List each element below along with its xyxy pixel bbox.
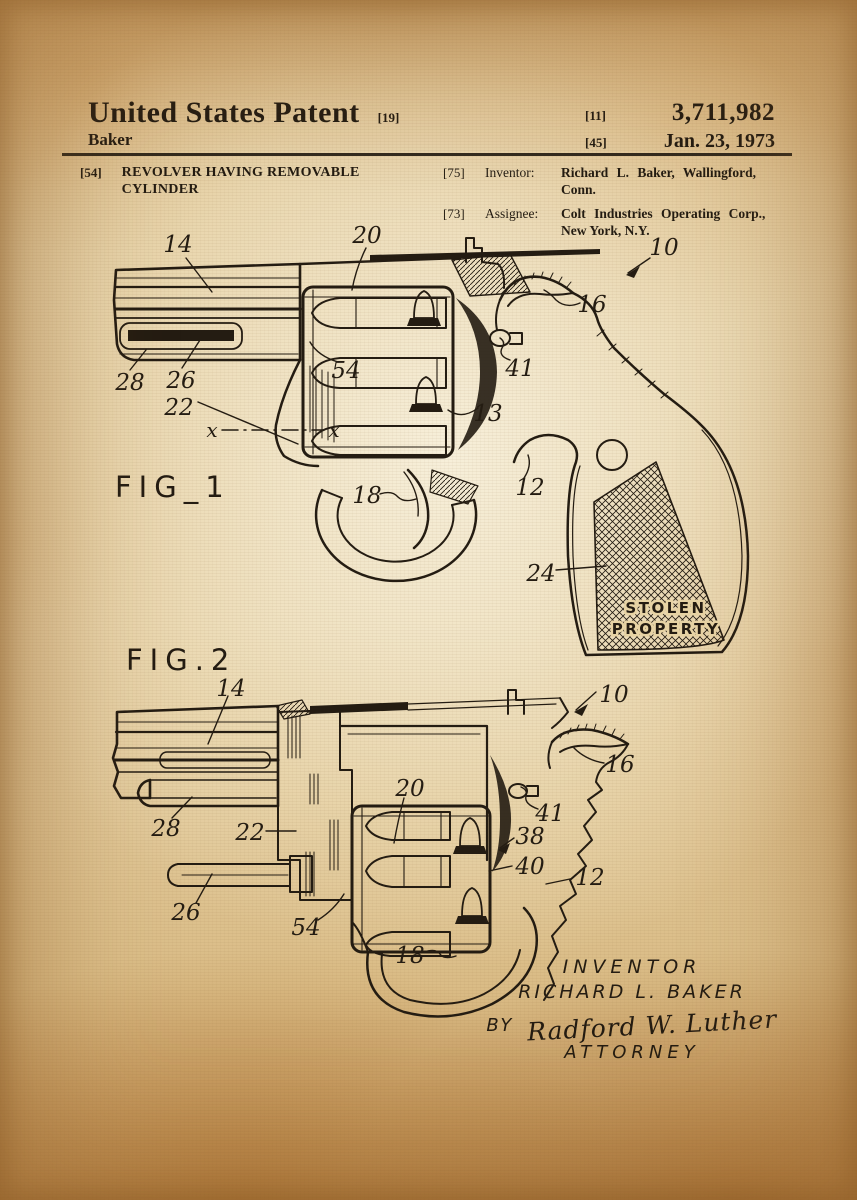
page-title: United States Patent [88, 96, 360, 129]
fig2-cylinder [350, 804, 492, 957]
inventor-row: [75] Inventor: Richard L. Baker, Walling… [443, 164, 791, 198]
fig1-leader-lines [129, 247, 651, 571]
fig2-callout-14: 14 [216, 676, 245, 702]
fig2-trigger-guard [351, 906, 538, 1018]
biblio-right: [75] Inventor: Richard L. Baker, Walling… [443, 164, 791, 246]
attorney-signature-row: BY Radford W. Luther [472, 1004, 792, 1046]
fig1-callout-20: 20 [351, 223, 381, 249]
attorney-signature: Radford W. Luther [526, 1004, 779, 1047]
attorney-caption: ATTORNEY [564, 1042, 700, 1063]
fig2-break-line [543, 743, 629, 1001]
title-field-number: [54] [80, 165, 102, 180]
inventor-caption: INVENTOR [562, 956, 702, 978]
inventor-field-number: [75] [443, 165, 465, 180]
figure-2-drawing: 14 10 16 28 22 20 41 38 40 12 26 54 18 F… [111, 643, 635, 1018]
figure-1-drawing: 14 20 10 16 41 28 26 54 22 13 18 12 24 x… [112, 223, 750, 657]
fig2-label: FIG.2 [126, 643, 236, 677]
fig1-frame-front [274, 358, 335, 468]
fig1-callout-54: 54 [331, 358, 360, 384]
fig1-hammer [489, 271, 575, 347]
fig2-frame [338, 724, 512, 872]
applicant-name: Baker [88, 130, 133, 149]
fig1-callout-14: 14 [163, 232, 192, 258]
invention-title-block: [54] REVOLVER HAVING REMOVABLE CYLINDER [80, 164, 420, 198]
fig1-callout-10: 10 [649, 235, 678, 261]
fig2-callout-18: 18 [395, 943, 424, 969]
assignee-key: Assignee: [485, 206, 539, 221]
fig2-callout-10: 10 [599, 682, 628, 708]
fig2-top-strap [310, 689, 561, 715]
inventor-key: Inventor: [485, 165, 535, 180]
fig1-section-x-right: x [328, 418, 339, 442]
inventor-signature-name: RICHARD L. BAKER [518, 981, 746, 1003]
fig1-cylinder [301, 285, 455, 459]
inventor-value: Richard L. Baker, Wallingford, Conn. [561, 165, 757, 197]
fig1-barrel [112, 262, 302, 362]
fig2-callout-38: 38 [515, 824, 544, 850]
fig1-callout-24: 24 [525, 561, 555, 587]
fig2-callout-22: 22 [234, 820, 264, 846]
fig1-callout-13: 13 [473, 401, 502, 427]
fig2-callout-20: 20 [394, 776, 424, 802]
kind-code: [19] [377, 110, 400, 125]
fig1-callout-18: 18 [352, 483, 381, 509]
fig1-label: FIG_1 [115, 470, 231, 504]
fig2-callout-40: 40 [514, 854, 544, 880]
fig2-barrel [111, 699, 311, 808]
fig1-revolver [112, 237, 750, 657]
fig1-trigger-guard [314, 468, 479, 583]
header-right: [11] 3,711,982 [45] Jan. 23, 1973 [585, 99, 775, 153]
invention-title: REVOLVER HAVING REMOVABLE CYLINDER [121, 165, 360, 197]
patent-number-label: [11] [585, 108, 606, 123]
header: United States Patent [19] [88, 96, 399, 130]
fig2-callout-41: 41 [534, 801, 564, 827]
fig2-callout-54: 54 [291, 915, 320, 941]
assignee-row: [73] Assignee: Colt Industries Operating… [443, 205, 791, 239]
fig2-callout-26: 26 [170, 900, 200, 926]
fig1-recoil-shield [456, 298, 497, 450]
fig1-grip-text-line2: PROPERTY [612, 620, 721, 638]
signature-block: INVENTOR RICHARD L. BAKER BY Radford W. … [472, 956, 792, 1063]
fig2-ejector-rod [167, 855, 313, 893]
assignee-value: Colt Industries Operating Corp., New Yor… [561, 206, 766, 238]
patent-number: 3,711,982 [671, 99, 775, 126]
assignee-field-number: [73] [443, 206, 465, 221]
fig1-callout-28: 28 [114, 370, 144, 396]
patent-date: Jan. 23, 1973 [663, 130, 775, 152]
header-divider [62, 153, 792, 156]
fig1-callout-41: 41 [504, 356, 534, 382]
fig2-revolver [111, 689, 630, 1018]
fig1-section-x-left: x [206, 418, 217, 442]
fig1-callout-26: 26 [165, 368, 195, 394]
fig1-callout-22: 22 [163, 395, 193, 421]
fig2-callout-28: 28 [150, 816, 180, 842]
fig1-callout-12: 12 [515, 475, 544, 501]
fig2-hammer [508, 697, 630, 1001]
date-label: [45] [585, 135, 607, 150]
by-label: BY [486, 1015, 514, 1036]
fig1-grip [512, 291, 750, 657]
fig2-callout-16: 16 [605, 752, 634, 778]
fig2-leader-lines [171, 691, 605, 959]
fig1-callout-16: 16 [577, 292, 606, 318]
fig1-grip-text-line1: STOLEN [625, 599, 706, 617]
fig2-callout-12: 12 [575, 865, 604, 891]
